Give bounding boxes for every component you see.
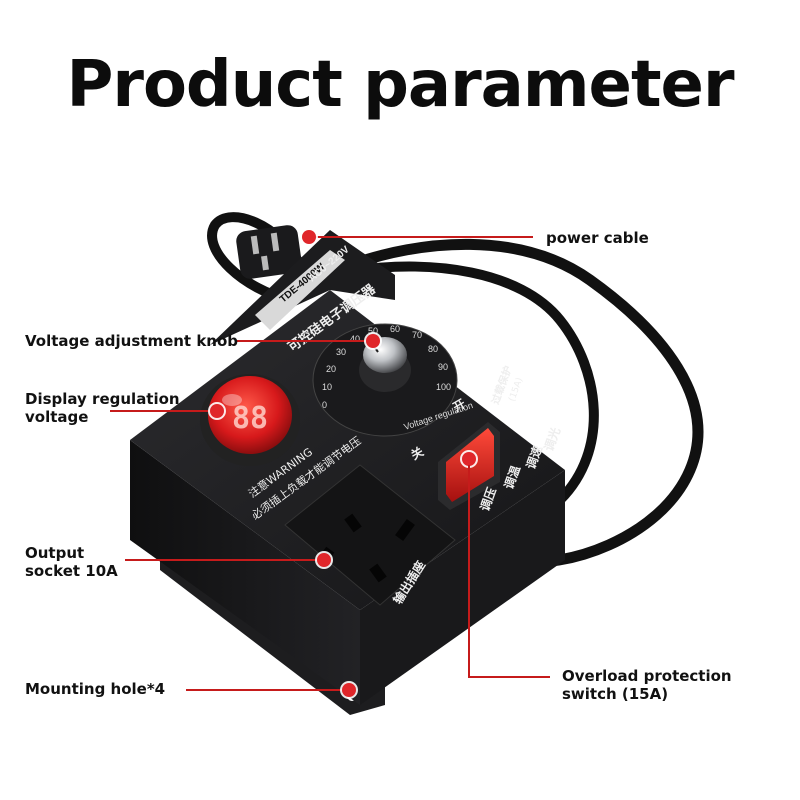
- output-socket-marker: [317, 553, 331, 567]
- overload-switch-label: Overload protection switch (15A): [562, 667, 732, 703]
- dial-tick-0: 0: [322, 400, 327, 410]
- output-socket-label: Output socket 10A: [25, 544, 118, 580]
- voltage-knob-leader: [235, 340, 370, 342]
- display-label: Display regulation voltage: [25, 390, 180, 426]
- device-body: TDE-4000W AC0~220V 可控硅电子调压器: [130, 230, 565, 705]
- power-cable-leader: [313, 236, 533, 238]
- mounting-hole-leader: [186, 689, 346, 691]
- voltage-knob-label: Voltage adjustment knob: [25, 332, 239, 350]
- dial-tick-20: 20: [326, 364, 336, 374]
- mounting-hole-marker: [342, 683, 356, 697]
- output-socket-leader: [125, 559, 320, 561]
- voltage-knob-marker: [366, 334, 380, 348]
- mode-label-light: 调光: [541, 425, 563, 453]
- mounting-hole-label: Mounting hole*4: [25, 680, 166, 698]
- dial-tick-100: 100: [436, 382, 451, 392]
- display-marker: [210, 404, 224, 418]
- power-plug: [236, 225, 302, 279]
- dial-tick-10: 10: [322, 382, 332, 392]
- dial-tick-60: 60: [390, 324, 400, 334]
- dial-tick-90: 90: [438, 362, 448, 372]
- dial-tick-30: 30: [336, 347, 346, 357]
- dial-tick-50: 50: [368, 326, 378, 336]
- overload-switch-leader-vertical: [468, 465, 470, 677]
- dial-tick-40: 40: [350, 334, 360, 344]
- dial-tick-80: 80: [428, 344, 438, 354]
- power-cable-label: power cable: [546, 229, 649, 247]
- overload-switch-leader-horizontal: [468, 676, 550, 678]
- display-readout: 88: [232, 401, 268, 436]
- overload-switch-marker: [462, 452, 476, 466]
- display-leader: [110, 410, 215, 412]
- voltage-display: 88: [200, 374, 300, 466]
- power-cable-marker: [302, 230, 316, 244]
- dial-tick-70: 70: [412, 330, 422, 340]
- page-title: Product parameter: [66, 48, 734, 122]
